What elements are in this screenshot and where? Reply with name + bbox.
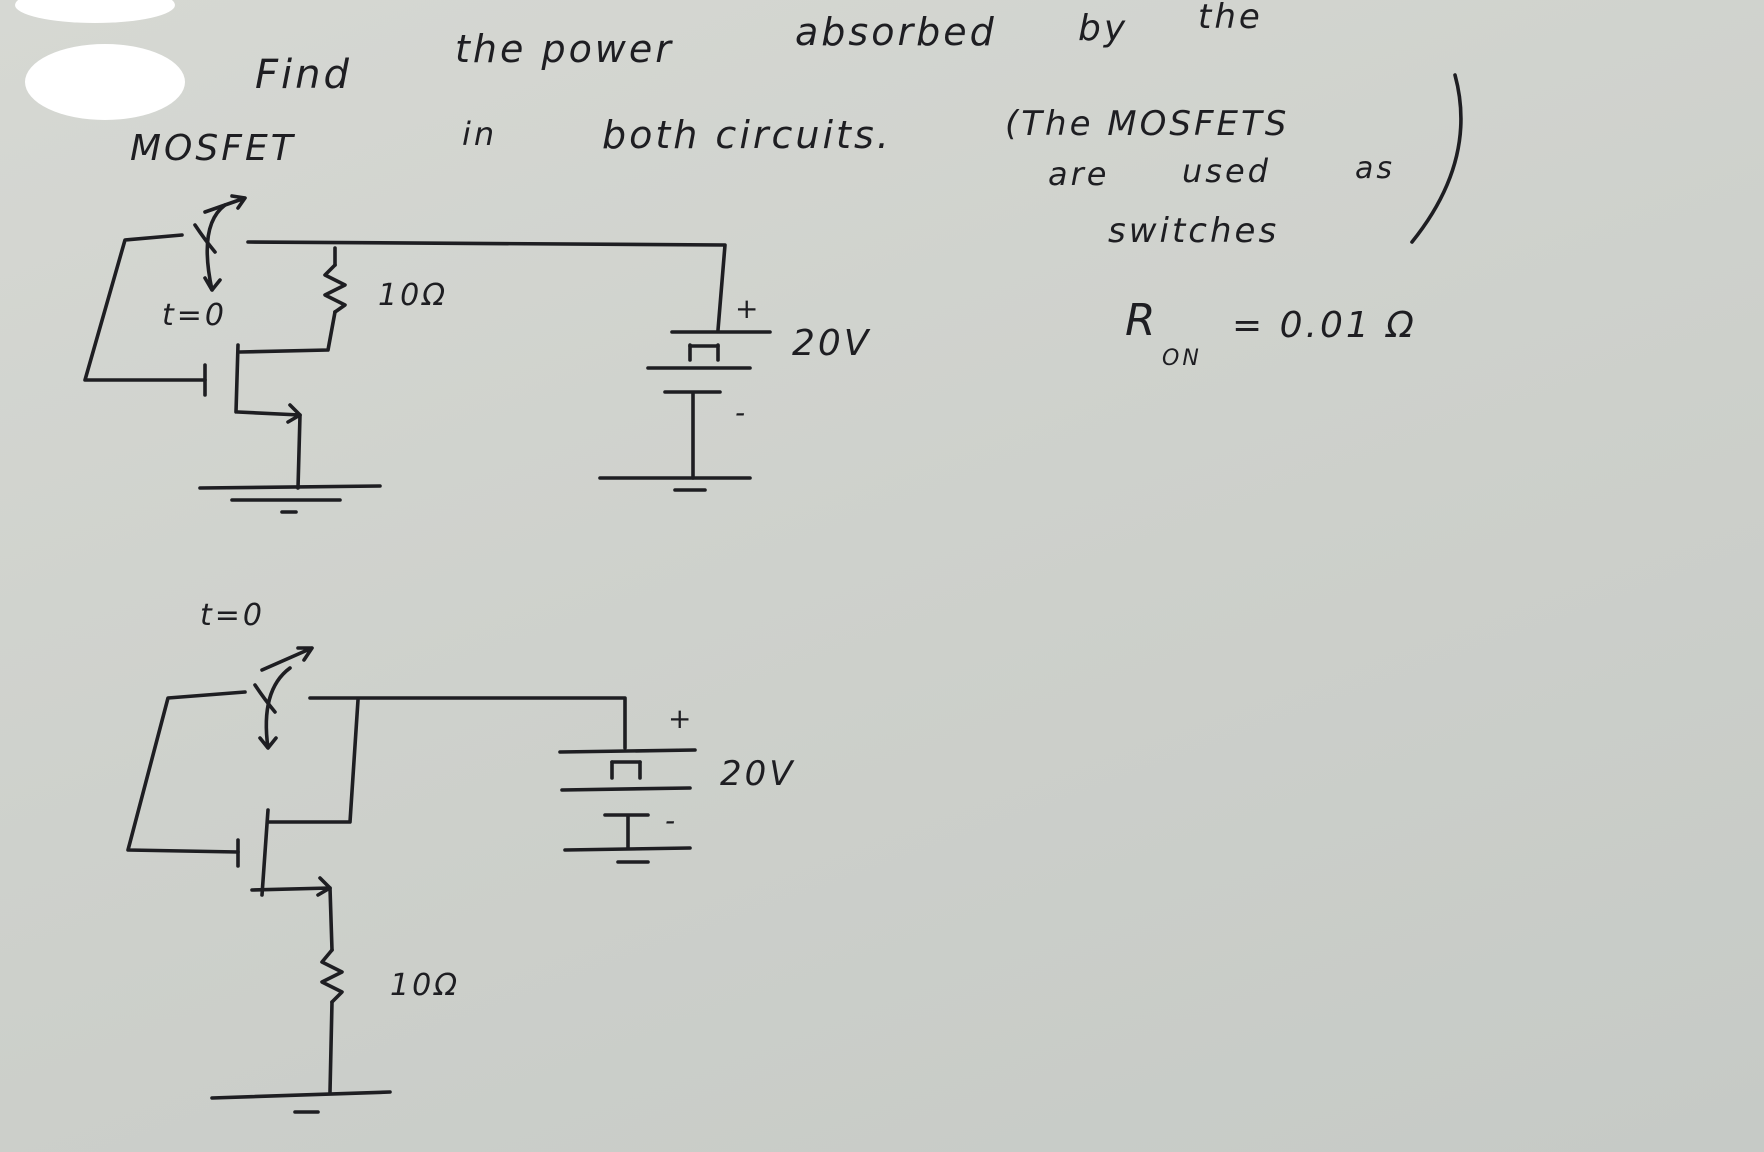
- note-are: are: [1048, 155, 1109, 193]
- c2-minus-sign: -: [665, 804, 678, 837]
- word-find: Find: [255, 52, 352, 98]
- ron-value: = 0.01 Ω: [1232, 305, 1417, 346]
- c1-switch-arrow-up-icon: [203, 194, 247, 214]
- c1-ground-line: [198, 484, 382, 490]
- c2-resistor-bottom-lead: [328, 1000, 334, 1094]
- c1-source-label: 20V: [792, 323, 871, 364]
- c1-battery-lower-lead: [663, 390, 722, 480]
- c2-source-label: 20V: [720, 754, 796, 794]
- word-the-end: the: [1198, 0, 1263, 37]
- c2-gate-wire: [126, 690, 247, 854]
- word-by: by: [1078, 8, 1128, 49]
- c2-mosfet-channel: [260, 808, 270, 897]
- c2-switch-arrow-up-icon: [260, 646, 314, 672]
- note-used: used: [1182, 152, 1271, 190]
- c2-plus-sign: +: [668, 702, 694, 735]
- circuit-2: t=0 10Ω + - 20V: [126, 598, 796, 1114]
- c2-source-ground-line: [563, 846, 692, 852]
- word-both-circuits: both circuits.: [602, 113, 892, 157]
- c2-resistor-label: 10Ω: [390, 968, 460, 1003]
- c1-gate-wire: [83, 233, 207, 382]
- c2-battery-lower-lead: [603, 813, 650, 850]
- note-the-mosfets: (The MOSFETS: [1005, 104, 1289, 144]
- ron-symbol: R: [1125, 295, 1159, 346]
- white-blotch-left: [25, 44, 185, 120]
- c2-ground-line: [210, 1090, 392, 1100]
- c1-resistor-label: 10Ω: [378, 278, 448, 313]
- c2-battery-long-plate-2: [560, 786, 692, 792]
- circuit-1: t=0 10Ω + - 20V: [83, 194, 871, 514]
- white-blotch-top: [15, 0, 175, 23]
- note-as: as: [1355, 151, 1395, 186]
- c1-top-wire: [246, 240, 727, 332]
- word-in: in: [462, 115, 497, 153]
- c2-top-wire: [308, 696, 627, 750]
- c2-switch-label: t=0: [200, 598, 265, 633]
- c1-source-wire: [296, 413, 302, 490]
- c1-plus-sign: +: [735, 292, 761, 325]
- ron-subscript: ON: [1162, 346, 1202, 371]
- c1-switch-blade: [193, 223, 217, 254]
- note-switches: switches: [1108, 211, 1279, 251]
- c2-source-wire: [328, 886, 334, 952]
- c2-drain-wire: [266, 698, 360, 824]
- note-close-paren: [1410, 73, 1463, 244]
- c2-switch-blade: [253, 683, 277, 714]
- word-absorbed: absorbed: [795, 10, 997, 54]
- c1-switch-label: t=0: [162, 298, 227, 333]
- c1-resistor-zigzag: [323, 263, 347, 314]
- word-mosfet: MOSFET: [130, 128, 296, 169]
- c1-minus-sign: -: [735, 396, 748, 429]
- c1-drain-wire: [238, 310, 337, 354]
- problem-text: Find the power absorbed by the MOSFET in…: [130, 0, 1463, 371]
- c2-resistor-zigzag: [320, 948, 344, 1004]
- c2-battery-long-plate: [558, 748, 697, 754]
- c2-switch-arrow-down-icon: [258, 666, 292, 750]
- c1-switch-arrow-down-icon: [203, 203, 227, 292]
- word-the-power: the power: [455, 27, 674, 71]
- c1-mosfet-source-arrow-icon: [236, 403, 302, 424]
- c1-mosfet-channel: [234, 343, 240, 414]
